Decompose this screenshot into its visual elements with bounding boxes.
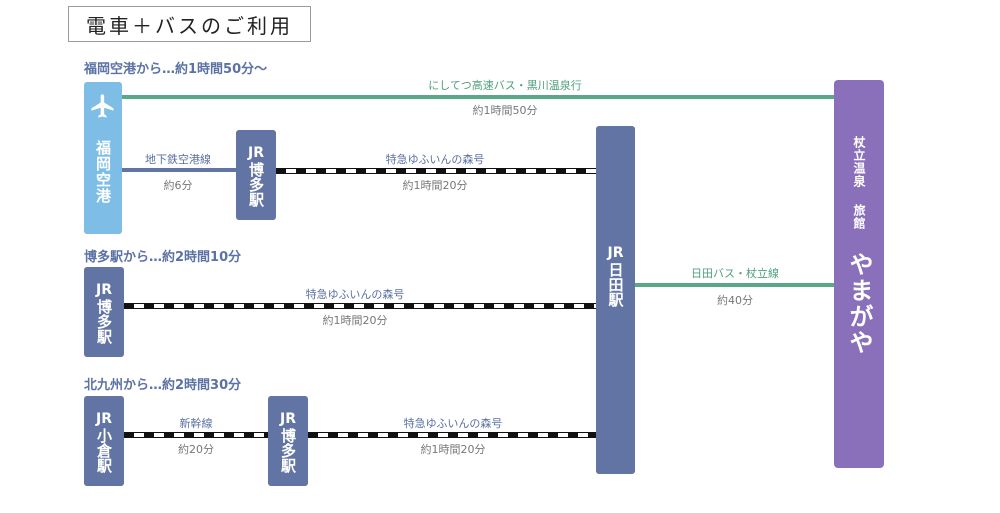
shinkansen-rail	[124, 432, 268, 438]
station-hakata-3: JR 博多駅	[268, 396, 308, 486]
station-hakata-3-name: 博多駅	[279, 427, 297, 473]
station-hakata-2-jr: JR	[96, 281, 112, 298]
section-heading-kitakyushu: 北九州から…約2時間30分	[84, 378, 242, 393]
bus-name-kurokawa: にしてつ高速バス・黒川温泉行	[428, 79, 582, 92]
station-kokura-name: 小倉駅	[95, 427, 113, 473]
bus-time-tsuetate: 約40分	[717, 294, 753, 307]
station-hita-jr: JR	[607, 245, 624, 261]
bus-line-kurokawa	[122, 95, 834, 99]
subway-time: 約6分	[163, 179, 193, 192]
ryokan-yamagaya: 杖立温泉 旅館 やまがや	[834, 80, 884, 468]
station-hita-name: 日田駅	[606, 262, 625, 307]
station-hakata-1-jr: JR	[248, 144, 264, 161]
bus-line-tsuetate	[635, 283, 834, 287]
shinkansen-time: 約20分	[178, 443, 214, 456]
subway-name: 地下鉄空港線	[145, 153, 211, 166]
express-time-2: 約1時間20分	[322, 314, 388, 327]
express-rail-1	[276, 168, 596, 174]
express-name-1: 特急ゆふいんの森号	[385, 153, 485, 166]
station-kokura: JR 小倉駅	[84, 396, 124, 486]
station-hakata-2-name: 博多駅	[95, 298, 113, 344]
airport-label: 福岡空港	[94, 140, 112, 204]
express-time-1: 約1時間20分	[402, 179, 468, 192]
airplane-icon	[91, 94, 114, 118]
section-heading-hakata: 博多駅から…約2時間10分	[84, 250, 242, 265]
section-heading-airport: 福岡空港から…約1時間50分〜	[84, 62, 268, 77]
express-time-3: 約1時間20分	[420, 443, 486, 456]
express-rail-2	[124, 303, 596, 309]
ryokan-sub1: 杖立温泉	[852, 136, 866, 188]
express-name-3: 特急ゆふいんの森号	[403, 417, 503, 430]
ryokan-name: やまがや	[845, 252, 873, 356]
express-rail-3	[308, 432, 596, 438]
station-hita: JR 日田駅	[596, 126, 635, 474]
station-hakata-1: JR 博多駅	[236, 130, 276, 220]
shinkansen-name: 新幹線	[179, 417, 213, 430]
station-hakata-3-jr: JR	[280, 410, 296, 427]
express-name-2: 特急ゆふいんの森号	[305, 288, 405, 301]
ryokan-sub2: 旅館	[852, 204, 866, 230]
station-hakata-2: JR 博多駅	[84, 267, 124, 357]
station-kokura-jr: JR	[96, 410, 112, 427]
subway-line	[122, 168, 236, 172]
bus-name-tsuetate: 日田バス・杖立線	[691, 267, 779, 280]
station-hakata-1-name: 博多駅	[247, 161, 265, 207]
bus-time-kurokawa: 約1時間50分	[472, 104, 538, 117]
station-fukuoka-airport: 福岡空港	[84, 82, 122, 234]
page-title: 電車＋バスのご利用	[68, 6, 311, 42]
